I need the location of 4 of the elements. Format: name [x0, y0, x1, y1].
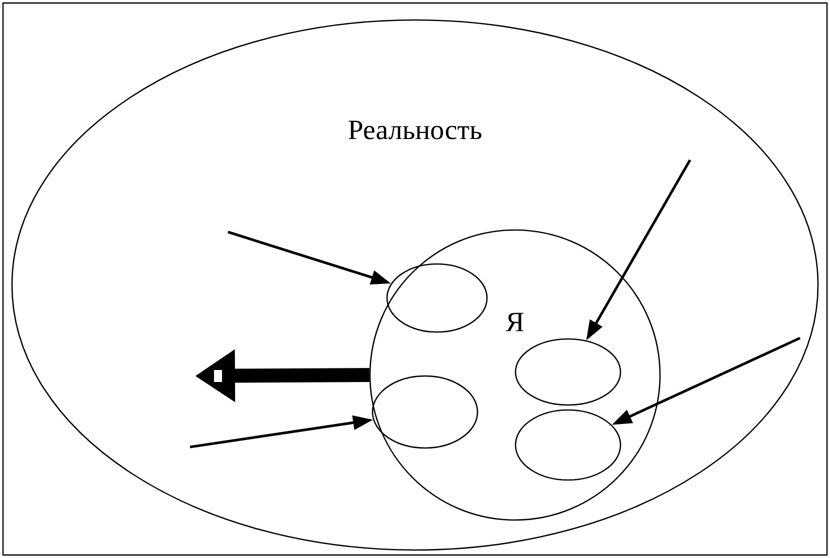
small-ellipse — [514, 409, 622, 481]
small-ellipse — [386, 263, 488, 333]
small-ellipse — [514, 338, 622, 406]
small-ellipse — [372, 375, 478, 449]
